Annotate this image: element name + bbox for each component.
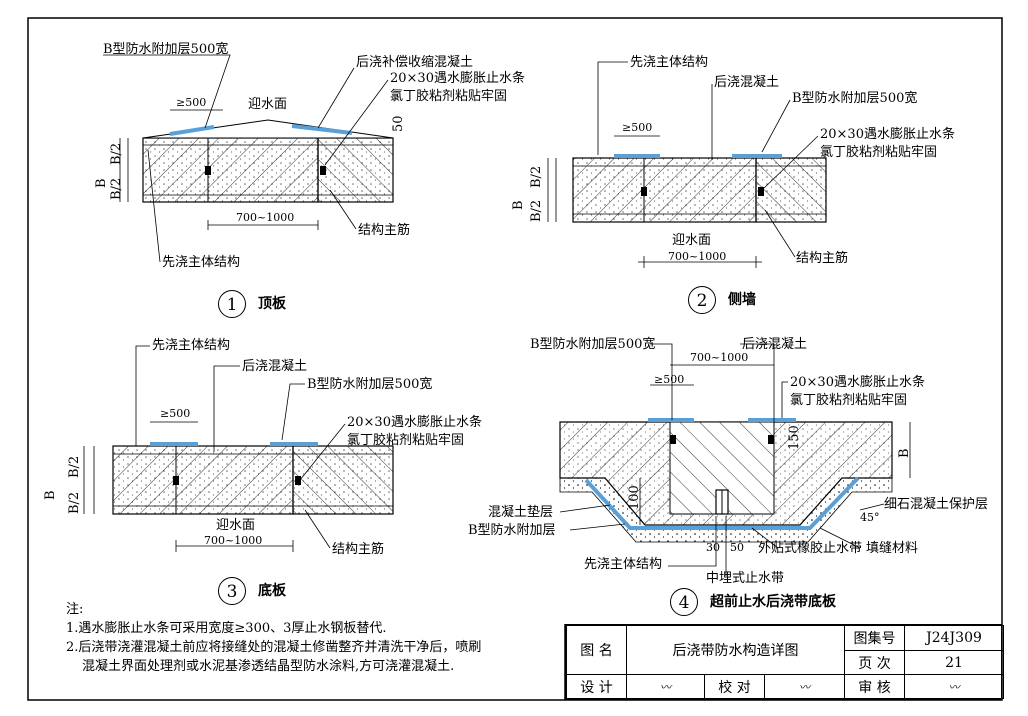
label-filler: 填缝材料	[866, 541, 919, 556]
label-rebar: 结构主筋	[796, 251, 849, 266]
label-ge500: ≥500	[176, 96, 207, 109]
review-signature: 〰	[904, 674, 1005, 699]
label-rebar: 结构主筋	[358, 223, 411, 238]
sheet-border	[27, 17, 1003, 701]
label-swell-strip: 20×30遇水膨胀止水条	[820, 127, 955, 142]
label-b-layer-500: B型防水附加层500宽	[103, 42, 229, 57]
diagram-title: 底板	[258, 583, 286, 599]
dim-30: 30	[706, 541, 720, 554]
label-pre-struct: 先浇主体结构	[584, 557, 663, 572]
design-signature: 〰	[626, 674, 705, 699]
label-post-concrete: 后浇混凝土	[242, 359, 308, 374]
dim-span: 700~1000	[204, 534, 263, 547]
waterproof-strip-1b	[291, 124, 353, 135]
label-ge500: ≥500	[622, 121, 653, 134]
label-ge500: ≥500	[160, 407, 191, 420]
slab-1-topping	[142, 119, 394, 139]
label-glue: 氯丁胶粘剂粘贴牢固	[390, 89, 508, 104]
dim-50: 50	[730, 541, 744, 554]
dim-50: 50	[391, 115, 406, 132]
page-label: 页 次	[844, 650, 906, 675]
label-pre-struct: 先浇主体结构	[630, 55, 709, 70]
label-swell-strip: 20×30遇水膨胀止水条	[790, 375, 925, 390]
drawing-name-label: 图 名	[566, 625, 627, 675]
dim-b: B	[897, 448, 912, 458]
diagram-number: 3	[218, 577, 246, 605]
atlas-label: 图集号	[844, 625, 906, 651]
diagram-2-side-wall	[547, 61, 827, 268]
notes-heading: 注:	[66, 602, 84, 617]
label-swell-strip: 20×30遇水膨胀止水条	[390, 71, 525, 86]
diagram-number: 2	[688, 286, 716, 314]
diagram-title: 超前止水后浇带底板	[710, 594, 836, 610]
label-b-layer-500: B型防水附加层500宽	[307, 377, 433, 392]
diagram-title: 侧墙	[728, 292, 756, 308]
dim-b-half-2: B/2	[109, 142, 124, 165]
label-water-face: 迎水面	[248, 97, 288, 112]
label-glue: 氯丁胶粘剂粘贴牢固	[790, 393, 908, 408]
note-2: 2.后浇带浇灌混凝土前应将接缝处的混凝土修凿整齐并清洗干净后，喷刷	[66, 640, 482, 655]
title-block: 图 名 后浇带防水构造详图 图集号 J24J309 页 次 21 设 计 〰 校…	[565, 624, 1005, 700]
label-mid-band: 中埋式止水带	[706, 571, 785, 586]
label-b-layer: B型防水附加层	[468, 523, 556, 538]
dim-b-half: B/2	[109, 177, 124, 200]
label-b-layer-500: B型防水附加层500宽	[792, 91, 918, 106]
label-water-face: 迎水面	[216, 518, 256, 533]
notes: 注: 1.遇水膨胀止水条可采用宽度≥300、3厚止水钢板替代. 2.后浇带浇灌混…	[66, 600, 481, 676]
review-label: 审 核	[844, 674, 906, 699]
diagram-3-floor-slab	[83, 345, 394, 552]
diagram-number: 4	[670, 588, 698, 616]
dim-span: 700~1000	[236, 211, 295, 224]
label-water-face: 迎水面	[672, 233, 712, 248]
label-glue: 氯丁胶粘剂粘贴牢固	[820, 145, 938, 160]
label-post-concrete: 后浇混凝土	[742, 337, 808, 352]
diagram-4-advance-waterstop	[559, 343, 911, 576]
label-swell-strip: 20×30遇水膨胀止水条	[347, 415, 482, 430]
label-rebar: 结构主筋	[332, 542, 385, 557]
label-cushion: 混凝土垫层	[488, 505, 554, 520]
note-1: 1.遇水膨胀止水条可采用宽度≥300、3厚止水钢板替代.	[66, 621, 387, 636]
note-2-cont: 混凝土界面处理剂或水泥基渗透结晶型防水涂料,方可浇灌混凝土.	[82, 659, 455, 674]
check-signature: 〰	[763, 674, 846, 699]
waterproof-layer-4	[584, 476, 860, 530]
label-post-shrink-concrete: 后浇补偿收缩混凝土	[356, 55, 474, 70]
dim-150: 150	[787, 425, 802, 450]
dim-100: 100	[627, 485, 642, 510]
dim-b: B	[511, 200, 526, 210]
check-label: 校 对	[704, 674, 765, 699]
diagram-1-roof-slab	[103, 54, 394, 263]
label-angle: 45°	[860, 511, 880, 524]
label-b-layer-500: B型防水附加层500宽	[530, 337, 656, 352]
design-label: 设 计	[566, 674, 627, 699]
waterproof-strip-1a	[169, 125, 215, 136]
dim-span: 700~1000	[690, 351, 749, 364]
dim-b-half: B/2	[529, 199, 544, 222]
page-number: 21	[904, 650, 1005, 675]
drawing-name: 后浇带防水构造详图	[625, 625, 846, 675]
diagram-number: 1	[218, 290, 246, 318]
label-pre-struct: 先浇主体结构	[152, 338, 231, 353]
label-ge500: ≥500	[654, 373, 685, 386]
label-ext-band: 外贴式橡胶止水带	[758, 541, 863, 556]
diagram-title: 顶板	[258, 296, 286, 312]
label-pre-struct: 先浇主体结构	[162, 255, 241, 270]
label-post-concrete: 后浇混凝土	[714, 75, 780, 90]
dim-b-half: B/2	[67, 491, 82, 514]
dim-span: 700~1000	[668, 250, 727, 263]
dim-b-half-2: B/2	[529, 165, 544, 188]
atlas-number: J24J309	[904, 625, 1005, 651]
dim-b-half-2: B/2	[67, 455, 82, 478]
dim-b: B	[94, 178, 109, 188]
dim-b: B	[43, 490, 58, 500]
label-fine-stone: 细石混凝土保护层	[884, 497, 989, 512]
label-glue: 氯丁胶粘剂粘贴牢固	[347, 433, 465, 448]
